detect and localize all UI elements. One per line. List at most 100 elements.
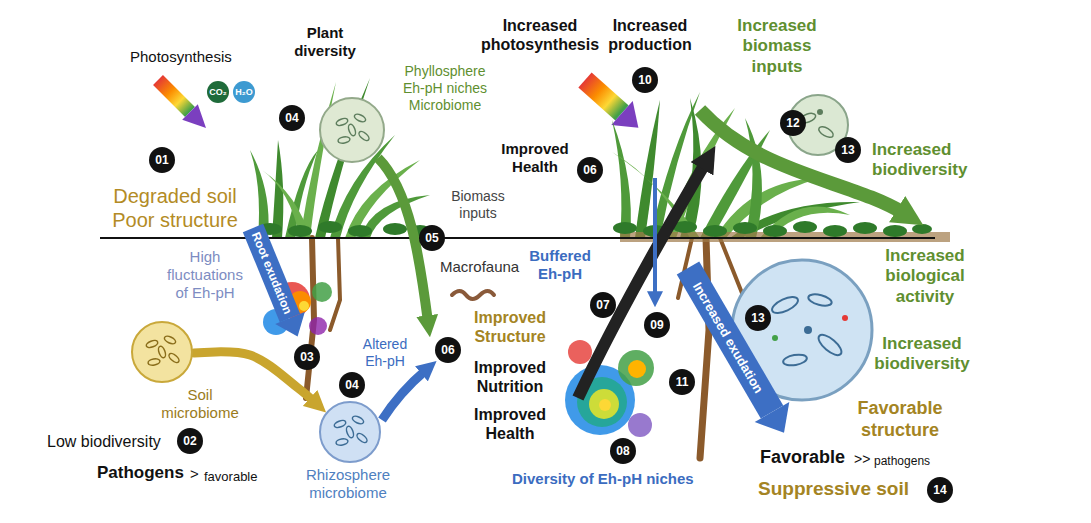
callout-number: 11 bbox=[669, 369, 695, 395]
comparison-sign: >> bbox=[854, 451, 870, 468]
microbe-symbol bbox=[357, 130, 370, 142]
molecule-symbol: CO₂ bbox=[207, 81, 229, 103]
callout-number: 06 bbox=[435, 337, 461, 363]
state-label: Favorable bbox=[760, 447, 845, 469]
microbiome-circle-shape bbox=[320, 98, 384, 162]
state-label: Diversity of Eh-pH niches bbox=[512, 470, 694, 488]
eh-ph-niche-blob bbox=[618, 350, 654, 386]
state-label: Improved Health bbox=[494, 140, 576, 176]
ground-cover-leaf bbox=[348, 225, 372, 237]
eh-ph-niche-blob bbox=[312, 282, 332, 302]
state-label: Low biodiversity bbox=[47, 432, 161, 451]
callout-number: 13 bbox=[835, 137, 861, 163]
ground-line bbox=[100, 237, 935, 239]
state-label: Pathogens bbox=[97, 463, 184, 483]
state-label: Favorable structure bbox=[848, 398, 952, 441]
microbe-symbol bbox=[333, 419, 346, 429]
callout-number: 05 bbox=[419, 225, 445, 251]
ground-cover-leaf bbox=[793, 221, 817, 233]
callout-number: 08 bbox=[610, 438, 636, 464]
callout-number: 04 bbox=[279, 105, 305, 131]
root bbox=[306, 238, 314, 398]
state-label: Altered Eh-pH bbox=[354, 336, 416, 370]
ground-cover-leaf bbox=[703, 225, 727, 237]
microbiome-circle-illustration bbox=[842, 315, 848, 321]
state-label: Improved Nutrition bbox=[464, 358, 556, 396]
organism-label: Macrofauna bbox=[440, 258, 519, 276]
callout-number: 13 bbox=[745, 305, 771, 331]
exudation-arrow bbox=[253, 228, 789, 433]
ground-cover-leaf bbox=[318, 221, 342, 233]
microbe-symbol bbox=[347, 123, 357, 136]
microbe-symbol bbox=[336, 438, 349, 446]
state-label: High fluctuations of Eh-pH bbox=[159, 248, 251, 302]
exudation-arrow bbox=[755, 402, 790, 433]
ground-cover-leaf bbox=[883, 225, 907, 237]
callout-number: 02 bbox=[177, 428, 203, 454]
ground-cover-leaf bbox=[288, 225, 312, 237]
state-label: Increased biodiversity bbox=[872, 140, 984, 181]
state-label: Improved Structure bbox=[464, 308, 556, 346]
microbiome-node: Rhizosphere microbiome bbox=[303, 400, 395, 504]
process-arrow bbox=[653, 178, 657, 296]
microbiome-node: Soil microbiome bbox=[130, 320, 247, 424]
root bbox=[720, 238, 744, 298]
process-arrow bbox=[378, 110, 905, 420]
ground-cover-leaf bbox=[912, 224, 932, 234]
state-label: pathogens bbox=[874, 454, 930, 468]
ground-line bbox=[100, 238, 935, 239]
ground-cover-leaf bbox=[763, 225, 787, 237]
macrofauna-worm bbox=[452, 291, 494, 299]
microbe-symbol bbox=[335, 117, 348, 127]
macrofauna-worm bbox=[452, 291, 494, 299]
process-label: Plant diversity bbox=[285, 24, 365, 60]
grass-blade bbox=[745, 118, 762, 238]
node-heading: Phyllosphere Eh-pH niches Microbiome bbox=[396, 63, 494, 113]
eh-ph-niche-blob bbox=[299, 301, 309, 311]
microbiome-circle-illustration bbox=[817, 109, 823, 115]
microbe-symbol bbox=[338, 136, 351, 144]
ground-cover-leaf bbox=[383, 223, 407, 235]
microbe-symbol bbox=[167, 352, 180, 364]
callout-number: 07 bbox=[590, 292, 616, 318]
microbiome-circle-illustration bbox=[782, 353, 807, 367]
microbe-symbol bbox=[163, 335, 176, 346]
eh-ph-niche-blob bbox=[599, 399, 611, 411]
grass-blade bbox=[612, 120, 631, 238]
microbiome-circle-illustration bbox=[817, 125, 835, 140]
eh-ph-niche-blob bbox=[628, 360, 646, 378]
microbe-symbol bbox=[351, 415, 364, 426]
state-label: Degraded soil Poor structure bbox=[99, 184, 251, 232]
state-label: Increased biological activity bbox=[873, 246, 977, 307]
microbiome-circle-illustration bbox=[804, 326, 812, 334]
arrow-label: Root exudation bbox=[248, 230, 294, 316]
node-heading: Soil microbiome bbox=[155, 386, 245, 422]
microbiome-circle-shape bbox=[132, 322, 192, 382]
callout-number: 12 bbox=[780, 110, 806, 136]
microbiome-circle-shape bbox=[320, 402, 380, 462]
callout-number: 10 bbox=[632, 67, 658, 93]
callout-number: 14 bbox=[927, 477, 953, 503]
rainbow-light-arrow bbox=[182, 104, 206, 128]
rainbow-light-arrow bbox=[611, 101, 638, 128]
eh-ph-niche-blob bbox=[628, 413, 652, 437]
microbe-symbol bbox=[157, 345, 167, 358]
exudation-arrow bbox=[275, 312, 305, 337]
state-label: Improved Health bbox=[464, 405, 556, 443]
process-label: Increased production bbox=[603, 16, 697, 54]
exudation-arrow bbox=[688, 268, 772, 412]
state-label: Suppressive soil bbox=[758, 478, 909, 501]
rainbow-light-arrow bbox=[158, 80, 190, 112]
eh-ph-niche-blob bbox=[589, 389, 619, 419]
callout-number: 04 bbox=[339, 372, 365, 398]
process-label: Increased biomass inputs bbox=[727, 16, 827, 77]
eh-ph-niche-blob bbox=[309, 317, 327, 335]
microbiome-circle-illustration bbox=[807, 292, 833, 308]
microbiome-node: Phyllosphere Eh-pH niches Microbiome bbox=[318, 60, 496, 164]
ground-cover-leaf bbox=[613, 222, 637, 234]
process-arrow bbox=[382, 370, 426, 420]
state-label: Increased biodiversity bbox=[867, 334, 977, 375]
callout-number: 09 bbox=[644, 312, 670, 338]
ground-cover-leaf bbox=[258, 221, 932, 237]
node-heading: Rhizosphere microbiome bbox=[303, 466, 393, 502]
